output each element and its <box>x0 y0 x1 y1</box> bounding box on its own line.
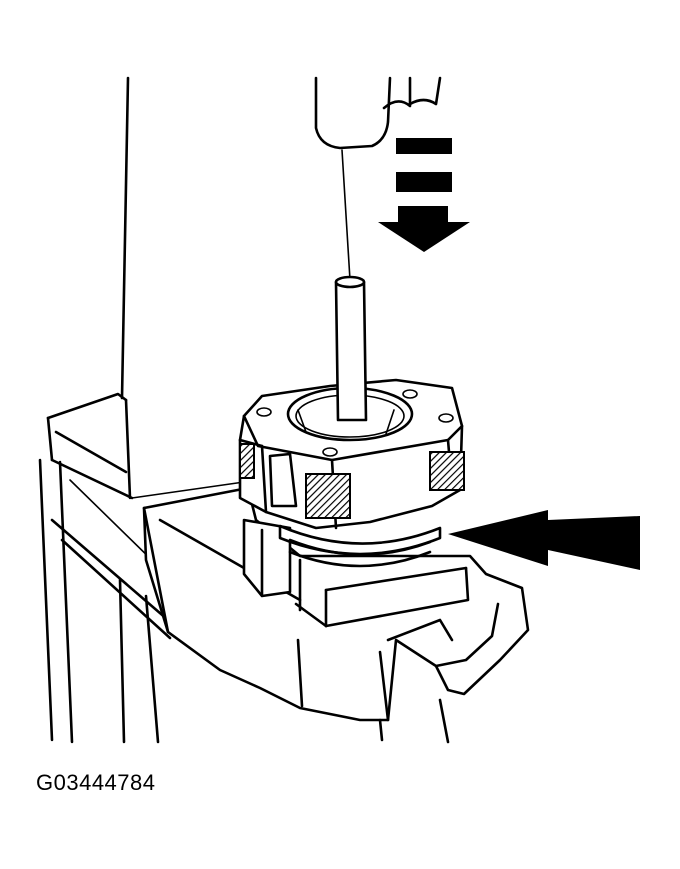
spacer-ring <box>242 518 442 598</box>
press-ram <box>314 76 442 281</box>
press-column <box>120 76 245 500</box>
arrow-down-icon <box>378 138 470 252</box>
figure-id-label: G03444784 <box>36 770 156 795</box>
press-base <box>38 392 172 744</box>
arrow-left-icon <box>448 510 640 570</box>
bearing-housing <box>238 378 465 530</box>
driver-shaft <box>334 275 368 422</box>
fixture-base <box>142 486 530 744</box>
